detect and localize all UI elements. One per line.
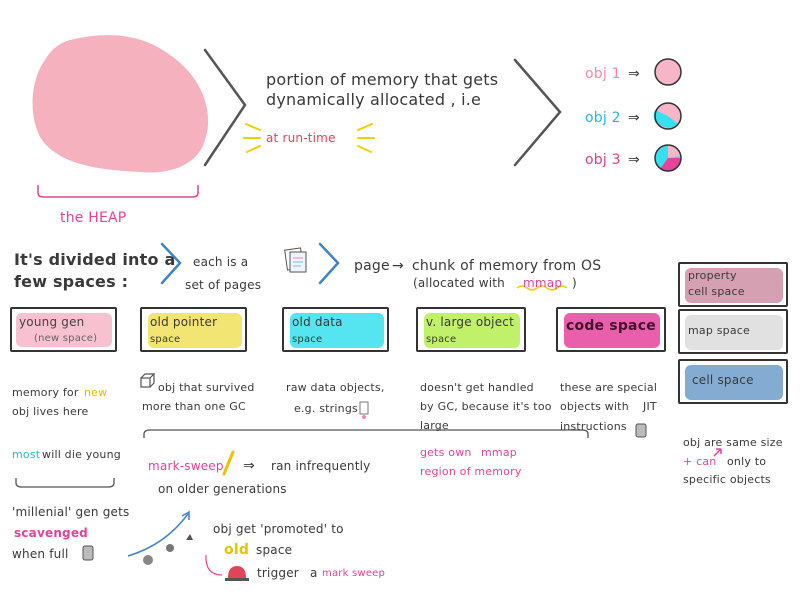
- obj-3-label: obj 3: [585, 152, 621, 168]
- promote-arrow: [127, 513, 189, 557]
- old-gen-brace: [143, 429, 589, 438]
- definition-line-2: dynamically allocated , i.e: [266, 90, 482, 109]
- millenial-line-1: 'millenial' gen gets: [12, 505, 130, 519]
- code-note-2: objects with: [560, 400, 629, 413]
- young-note-2: obj lives here: [12, 405, 89, 418]
- spaces-intro-line-1: It's divided into a: [14, 250, 176, 269]
- old-data-subtitle: space: [292, 334, 323, 345]
- old-data-note-1: raw data objects,: [286, 381, 385, 394]
- chevron-2: [513, 58, 562, 167]
- pages-line-1: each is a: [193, 255, 249, 269]
- map-space-box: map space: [678, 309, 788, 354]
- map-space-title: map space: [688, 324, 751, 337]
- heap-blob: [32, 35, 209, 173]
- alarm-icon: [225, 566, 249, 581]
- large-note-3: large: [420, 419, 449, 432]
- chevron-1: [203, 48, 247, 167]
- scavenged-word: scavenged: [14, 526, 88, 540]
- obj-3-arrow: ⇒: [628, 152, 640, 168]
- young-note-1-kw: new: [84, 386, 108, 399]
- page-def-word: page: [354, 258, 390, 274]
- old-data-note-2: e.g. strings: [294, 402, 358, 415]
- heap-brace: [37, 185, 199, 198]
- heap-label: the HEAP: [60, 210, 127, 226]
- cell-space-box: cell space: [678, 359, 788, 404]
- old-pointer-box: old pointer space: [140, 307, 247, 352]
- obj-1-circle: [654, 58, 682, 86]
- spaces-intro-line-2: few spaces :: [14, 272, 129, 291]
- young-brace: [15, 478, 115, 488]
- pages-line-2: set of pages: [185, 278, 262, 292]
- runtime-highlight: at run-time: [266, 131, 336, 145]
- large-note-2: by GC, because it's too: [420, 400, 552, 413]
- page-def-arrow: →: [392, 258, 404, 274]
- young-note-3: will die young: [42, 448, 121, 461]
- code-note-1: these are special: [560, 381, 658, 394]
- trigger-a: a: [310, 566, 318, 580]
- blue-chevron-1: [160, 242, 182, 285]
- young-note-1: memory for: [12, 386, 79, 399]
- code-space-title: code space: [566, 318, 656, 334]
- right-note-3: specific objects: [683, 473, 771, 486]
- page-alloc-suffix: ): [572, 276, 577, 290]
- pages-stack-icon: [284, 247, 307, 273]
- obj-2-arrow: ⇒: [628, 110, 640, 126]
- obj-1-arrow: ⇒: [628, 66, 640, 82]
- code-note-3: instructions: [560, 420, 627, 433]
- trigger-word: trigger: [257, 566, 299, 580]
- young-gen-subtitle: (new space): [34, 333, 98, 344]
- obj-2-circle: [653, 102, 682, 130]
- cell-space-title: cell space: [692, 373, 754, 387]
- when-full: when full: [12, 547, 69, 561]
- promoted-line-1: obj get 'promoted' to: [213, 522, 344, 536]
- large-object-box: v. large object space: [416, 307, 526, 352]
- promoted-space: space: [256, 543, 293, 557]
- ran-infrequently: ran infrequently: [271, 459, 371, 473]
- right-note-2: only to: [727, 455, 767, 468]
- page-def-rest: chunk of memory from OS: [412, 258, 602, 274]
- property-cell-title: property: [688, 269, 737, 282]
- large-object-title: v. large object: [426, 315, 515, 329]
- large-note-4: gets own: [420, 446, 472, 459]
- obj-3-circle: [654, 144, 682, 172]
- mark-sweep-label: mark-sweep: [148, 459, 224, 473]
- young-gen-title: young gen: [19, 315, 85, 329]
- old-data-box: old data space: [282, 307, 389, 352]
- trigger-mark-sweep: mark sweep: [322, 568, 385, 579]
- right-note-2-kw: + can: [683, 455, 717, 468]
- large-note-5: region of memory: [420, 465, 522, 478]
- large-note-1: doesn't get handled: [420, 381, 534, 394]
- promoted-old: old: [224, 542, 250, 558]
- right-note-1: obj are same size: [683, 436, 783, 449]
- page-alloc-keyword: mmap: [523, 276, 563, 290]
- code-space-box: code space: [556, 307, 666, 352]
- container-icon: [82, 423, 647, 561]
- cube-icon: [140, 373, 156, 388]
- old-pointer-note-2: more than one GC: [142, 400, 246, 413]
- obj-1-label: obj 1: [585, 66, 621, 82]
- property-cell-box: property cell space: [678, 262, 788, 307]
- large-object-subtitle: space: [426, 334, 457, 345]
- old-pointer-title: old pointer: [150, 315, 218, 329]
- blue-chevron-2: [318, 242, 340, 285]
- young-gen-box: young gen (new space): [10, 307, 117, 352]
- large-note-4-kw: mmap: [481, 446, 517, 459]
- page-alloc-prefix: (allocated with: [413, 276, 505, 290]
- old-pointer-note-1: obj that survived: [158, 381, 255, 394]
- young-note-3-kw: most: [12, 448, 41, 461]
- definition-line-1: portion of memory that gets: [266, 70, 499, 89]
- code-note-2-kw: JIT: [643, 400, 657, 413]
- obj-2-label: obj 2: [585, 110, 621, 126]
- old-data-title: old data: [292, 315, 343, 329]
- mark-sweep-arrow: ⇒: [243, 458, 255, 474]
- old-pointer-subtitle: space: [150, 334, 181, 345]
- older-generations: on older generations: [158, 482, 287, 496]
- property-cell-subtitle: cell space: [688, 285, 745, 298]
